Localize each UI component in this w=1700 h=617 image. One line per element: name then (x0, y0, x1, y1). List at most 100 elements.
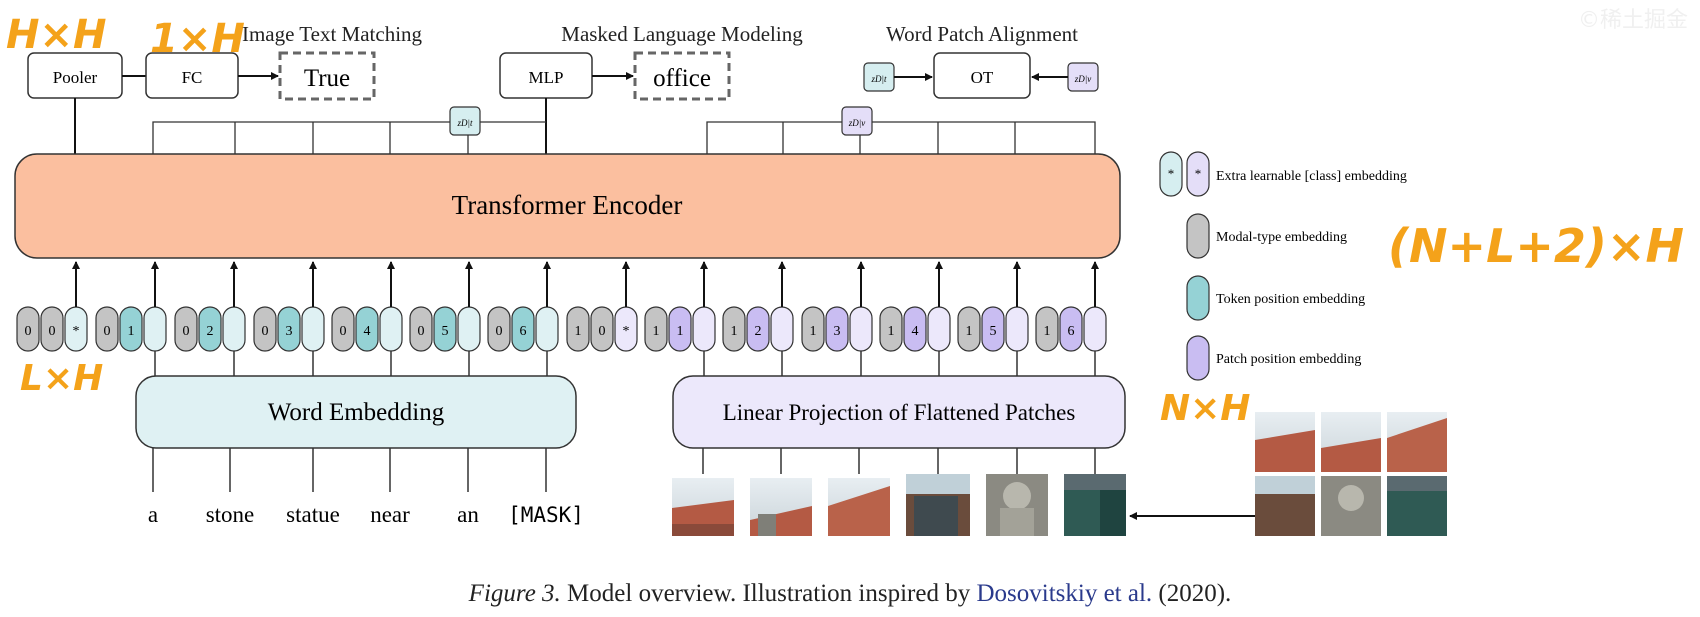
svg-text:*: * (1195, 166, 1202, 181)
position-label: 5 (990, 324, 997, 339)
legend-token-label: Token position embedding (1216, 292, 1365, 307)
text-token: stone (206, 502, 255, 527)
patch-5 (986, 474, 1048, 536)
title-word-patch-alignment: Word Patch Alignment (886, 22, 1078, 46)
patch-2 (750, 478, 812, 536)
transformer-encoder: Transformer Encoder (14, 153, 1121, 259)
pooler-box: Pooler (27, 52, 123, 99)
position-label: 3 (834, 324, 841, 339)
annotation-hxh: H×H (6, 12, 106, 58)
legend: * * Extra learnable [class] embedding Mo… (1159, 151, 1407, 381)
legend-modal-label: Modal-type embedding (1216, 230, 1347, 245)
legend-class-embedding: * * Extra learnable [class] embedding (1159, 151, 1407, 197)
position-label: 4 (912, 324, 919, 339)
ot-box: OT (933, 52, 1031, 99)
annotation-lxh: L×H (20, 358, 103, 399)
position-label: 0 (49, 324, 56, 339)
zt-small-box: zD|t (863, 62, 895, 92)
linear-projection-label: Linear Projection of Flattened Patches (723, 400, 1076, 425)
mlp-box: MLP (499, 52, 593, 99)
ot-label: OT (971, 68, 994, 87)
zt-comb-box: zD|t (449, 106, 481, 136)
figure-caption: Figure 3. Model overview. Illustration i… (0, 580, 1700, 608)
text-token: statue (286, 502, 340, 527)
zt-small-label: zD|t (871, 74, 887, 84)
position-label: 4 (364, 324, 371, 339)
modal-type-label: 1 (810, 324, 817, 339)
modal-type-label: 1 (888, 324, 895, 339)
word-embedding-box: Word Embedding (135, 375, 577, 449)
caption-figure-number: Figure 3. (468, 580, 561, 607)
legend-class-label: Extra learnable [class] embedding (1216, 169, 1407, 184)
modal-type-label: 0 (25, 324, 32, 339)
zt-comb-label: zD|t (457, 118, 473, 128)
title-masked-language-modeling: Masked Language Modeling (561, 22, 803, 46)
svg-text:*: * (1168, 166, 1175, 181)
legend-token-position: Token position embedding (1186, 275, 1365, 321)
annotation-nxh: N×H (1160, 388, 1250, 429)
zv-small-box: zD|v (1067, 62, 1099, 92)
position-label: 3 (286, 324, 293, 339)
text-token: a (148, 502, 158, 527)
legend-patch-label: Patch position embedding (1216, 352, 1361, 367)
text-token: an (457, 502, 479, 527)
patch-3 (828, 478, 890, 536)
text-output-comb (152, 121, 546, 154)
embedding-group-0: 0 0 * (16, 261, 88, 352)
input-text-tokens: a stone statue near an [MASK] (148, 448, 1096, 527)
true-output-box: True (278, 51, 376, 101)
handwritten-annotations: H×H 1×H L×H N×H (N+L+2)×H (6, 12, 1684, 429)
true-label: True (304, 65, 350, 92)
image-output-comb (706, 121, 1096, 154)
modal-type-label: 1 (575, 324, 582, 339)
word-embedding-label: Word Embedding (268, 399, 445, 426)
fc-label: FC (182, 68, 203, 87)
modal-type-label: 0 (418, 324, 425, 339)
text-token: near (370, 502, 410, 527)
position-label: 6 (520, 324, 527, 339)
title-image-text-matching: Image Text Matching (242, 22, 423, 46)
patch-1 (672, 478, 734, 536)
legend-patch-position: Patch position embedding (1186, 335, 1361, 381)
annotation-nl2xh: (N+L+2)×H (1388, 219, 1684, 273)
modal-type-label: 0 (183, 324, 190, 339)
pooler-label: Pooler (53, 68, 98, 87)
modal-type-label: 1 (1044, 324, 1051, 339)
caption-citation-link[interactable]: Dosovitskiy et al. (976, 580, 1153, 607)
patch-4 (906, 474, 970, 536)
caption-text: Model overview. Illustration inspired by (560, 580, 977, 607)
modal-type-label: 0 (496, 324, 503, 339)
class-star-label: * (623, 324, 630, 339)
position-label: 5 (442, 324, 449, 339)
position-label: 2 (755, 324, 762, 339)
position-label: 1 (677, 324, 684, 339)
legend-modal-type: Modal-type embedding (1186, 213, 1347, 259)
position-label: 0 (599, 324, 606, 339)
text-token: [MASK] (508, 503, 584, 527)
transformer-encoder-label: Transformer Encoder (452, 190, 683, 220)
office-label: office (653, 65, 711, 92)
patch-6 (1064, 474, 1126, 536)
modal-type-label: 0 (262, 324, 269, 339)
modal-type-label: 1 (653, 324, 660, 339)
fc-box: FC (145, 52, 239, 99)
class-star-label: * (73, 324, 80, 339)
linear-projection-box: Linear Projection of Flattened Patches (672, 375, 1126, 449)
modal-type-label: 0 (340, 324, 347, 339)
modal-type-label: 1 (966, 324, 973, 339)
position-label: 2 (207, 324, 214, 339)
image-patches (672, 474, 1126, 536)
zv-small-label: zD|v (1074, 74, 1091, 84)
